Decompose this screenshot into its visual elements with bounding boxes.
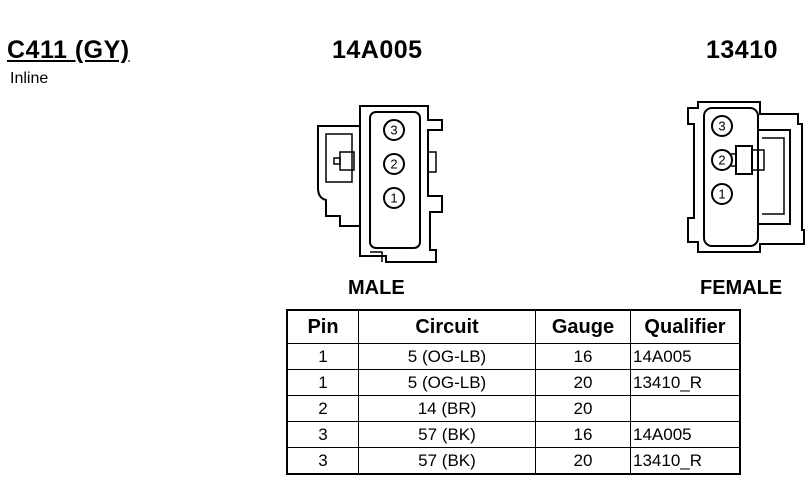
- female-pin-1: 1: [711, 183, 733, 205]
- table-row: 1 5 (OG-LB) 16 14A005: [286, 343, 741, 370]
- cell-gauge: 20: [535, 395, 631, 422]
- male-pin-3-label: 3: [390, 123, 397, 138]
- female-pin-3: 3: [711, 115, 733, 137]
- table-row: 3 57 (BK) 20 13410_R: [286, 447, 741, 475]
- cell-qualifier: 13410_R: [630, 369, 741, 396]
- cell-gauge: 16: [535, 343, 631, 370]
- cell-qualifier: 14A005: [630, 421, 741, 448]
- header-circuit: Circuit: [358, 309, 536, 344]
- cell-pin: 3: [286, 447, 359, 475]
- male-pin-1-label: 1: [390, 191, 397, 206]
- cell-gauge: 16: [535, 421, 631, 448]
- header-pin: Pin: [286, 309, 359, 344]
- connector-type: Inline: [10, 70, 49, 87]
- table-row: 1 5 (OG-LB) 20 13410_R: [286, 369, 741, 396]
- cell-qualifier: 14A005: [630, 343, 741, 370]
- cell-pin: 2: [286, 395, 359, 422]
- female-pin-1-label: 1: [718, 187, 725, 202]
- cell-qualifier: 13410_R: [630, 447, 741, 475]
- female-connector-diagram: 3 2 1: [687, 101, 805, 253]
- cell-pin: 1: [286, 343, 359, 370]
- male-pin-2-label: 2: [390, 157, 397, 172]
- cell-gauge: 20: [535, 369, 631, 396]
- left-part-number: 14A005: [332, 36, 423, 64]
- male-pin-1: 1: [383, 187, 405, 209]
- female-pin-3-label: 3: [718, 119, 725, 134]
- cell-circuit: 57 (BK): [358, 421, 536, 448]
- male-connector-diagram: 3 2 1: [317, 105, 443, 263]
- male-pin-2: 2: [383, 153, 405, 175]
- table-row: 2 14 (BR) 20: [286, 395, 741, 422]
- cell-pin: 3: [286, 421, 359, 448]
- female-pin-2: 2: [711, 149, 733, 171]
- cell-pin: 1: [286, 369, 359, 396]
- cell-circuit: 57 (BK): [358, 447, 536, 475]
- pinout-table: Pin Circuit Gauge Qualifier 1 5 (OG-LB) …: [286, 309, 741, 475]
- header-qualifier: Qualifier: [630, 309, 741, 344]
- cell-circuit: 5 (OG-LB): [358, 369, 536, 396]
- cell-gauge: 20: [535, 447, 631, 475]
- right-gender-label: FEMALE: [700, 277, 783, 299]
- female-pin-2-label: 2: [718, 153, 725, 168]
- left-gender-label: MALE: [348, 277, 405, 299]
- connector-title: C411 (GY): [7, 36, 130, 64]
- cell-qualifier: [630, 395, 741, 422]
- cell-circuit: 14 (BR): [358, 395, 536, 422]
- table-header-row: Pin Circuit Gauge Qualifier: [286, 309, 741, 344]
- table-row: 3 57 (BK) 16 14A005: [286, 421, 741, 448]
- cell-circuit: 5 (OG-LB): [358, 343, 536, 370]
- right-part-number: 13410: [706, 36, 779, 64]
- header-gauge: Gauge: [535, 309, 631, 344]
- male-pin-3: 3: [383, 119, 405, 141]
